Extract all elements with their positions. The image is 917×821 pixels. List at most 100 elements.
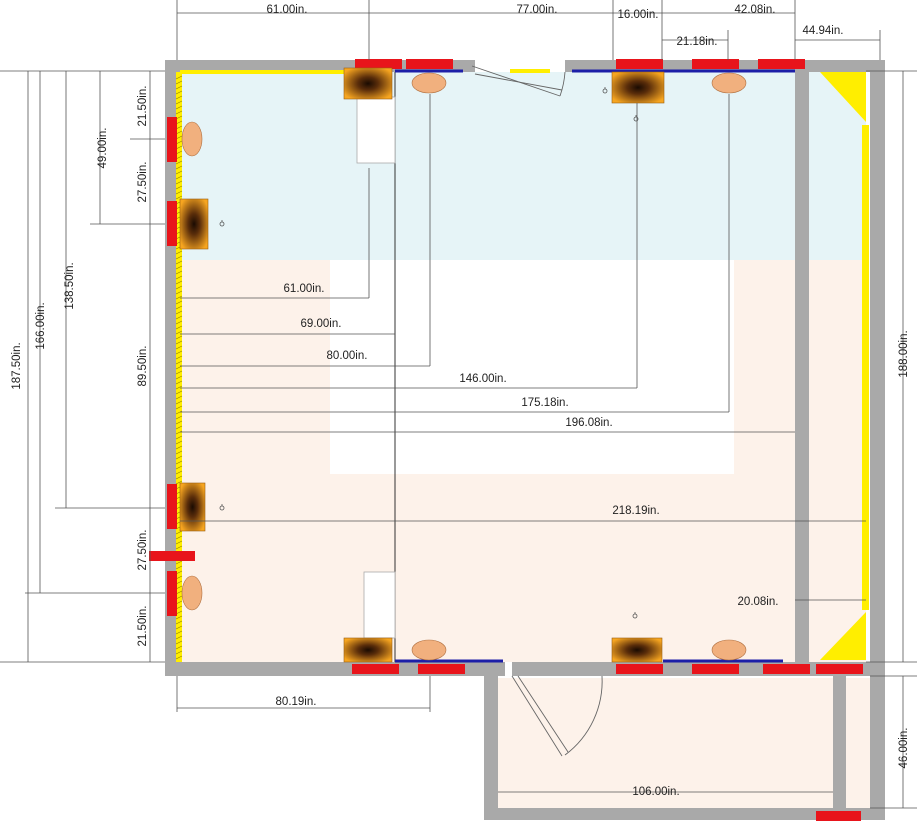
hatch-mark	[175, 365, 183, 370]
hatch-mark	[175, 470, 183, 475]
hatch-mark	[175, 330, 183, 335]
hatch-mark	[175, 615, 183, 620]
dim-bottom-80: 80.19in.	[276, 696, 317, 708]
hatch-mark	[175, 185, 183, 190]
fixture-left-2	[179, 482, 206, 532]
ovals	[181, 72, 747, 661]
oval-left-2	[181, 575, 203, 611]
hatch-mark	[175, 175, 183, 180]
floor-zone-closet	[846, 678, 870, 808]
hatch-mark	[175, 280, 183, 285]
hatch-mark	[175, 410, 183, 415]
fixture-bottom-2	[611, 637, 663, 663]
hatch-mark	[175, 535, 183, 540]
dim-right-46: 46.00in.	[898, 728, 910, 769]
hatch-mark	[175, 355, 183, 360]
dim-int-61: 61.00in.	[284, 283, 325, 295]
hatch-mark	[175, 480, 183, 485]
hatch-mark	[175, 340, 183, 345]
hatch-mark	[175, 425, 183, 430]
dim-int-80: 80.00in.	[327, 350, 368, 362]
hatch-mark	[175, 530, 183, 535]
hatch-mark	[175, 195, 183, 200]
hatch-mark	[175, 95, 183, 100]
hatch-mark	[175, 390, 183, 395]
dim-int-20: 20.08in.	[738, 596, 779, 608]
hatch-mark	[175, 400, 183, 405]
dim-left-21b: 21.50in.	[137, 606, 149, 647]
hatch-mark	[175, 435, 183, 440]
hatch-mark	[175, 645, 183, 650]
dim-top-61: 61.00in.	[267, 4, 308, 16]
fixture-left-1	[179, 198, 209, 250]
hatch-mark	[175, 255, 183, 260]
door-top[interactable]	[471, 65, 566, 97]
hatch-mark	[175, 445, 183, 450]
dim-top-42: 42.08in.	[735, 4, 776, 16]
hatch-mark	[175, 270, 183, 275]
hatch-mark	[175, 335, 183, 340]
hatch-mark	[175, 250, 183, 255]
blue-lines	[395, 69, 795, 663]
dim-top-21: 21.18in.	[677, 36, 718, 48]
hatch-mark	[175, 630, 183, 635]
hatch-mark	[175, 320, 183, 325]
hatch-mark	[175, 430, 183, 435]
yellow-corner-top	[820, 72, 866, 122]
hatch-mark	[175, 565, 183, 570]
hatch-mark	[175, 180, 183, 185]
pin-markers	[219, 87, 639, 619]
red-blocks	[149, 59, 863, 821]
hatch-mark	[175, 85, 183, 90]
dim-int-146: 146.00in.	[459, 373, 506, 385]
dim-left-89: 89.50in.	[137, 346, 149, 387]
hatch-mark	[175, 650, 183, 655]
dim-left-166: 166.00in.	[35, 302, 47, 349]
yellow-corner-bottom	[820, 612, 866, 660]
yellow-strip-top	[180, 70, 346, 74]
dim-top-16: 16.00in.	[618, 9, 659, 21]
dim-left-27b: 27.50in.	[137, 530, 149, 571]
hatch-mark	[175, 545, 183, 550]
hatch-mark	[175, 265, 183, 270]
hatch-mark	[175, 325, 183, 330]
dim-left-49: 49.00in.	[97, 128, 109, 169]
hatch-mark	[175, 380, 183, 385]
yellow-strip-left	[176, 72, 182, 662]
dim-left-27a: 27.50in.	[137, 162, 149, 203]
hatch-mark	[175, 285, 183, 290]
hatch-mark	[175, 260, 183, 265]
dim-left-138: 138.50in.	[64, 262, 76, 309]
hatch-mark	[175, 475, 183, 480]
oval-bottom-2	[711, 639, 747, 661]
counter-top	[356, 96, 396, 164]
hatch-mark	[175, 640, 183, 645]
hatch-mark	[175, 350, 183, 355]
hatch-mark	[175, 635, 183, 640]
oval-bottom-1	[411, 639, 447, 661]
dim-int-175: 175.18in.	[521, 397, 568, 409]
hatch-mark	[175, 620, 183, 625]
fixture-top-2	[611, 71, 665, 104]
hatch-mark	[175, 165, 183, 170]
hatch-mark	[175, 360, 183, 365]
counter-bottom	[363, 571, 396, 639]
hatch-mark	[175, 450, 183, 455]
hatch-mark	[175, 405, 183, 410]
hatch-mark	[175, 465, 183, 470]
hatch-mark	[175, 80, 183, 85]
hatch-mark	[175, 655, 183, 660]
hatch-mark	[175, 290, 183, 295]
dim-int-69: 69.00in.	[301, 318, 342, 330]
door-bottom[interactable]	[511, 675, 603, 757]
hatch-mark	[175, 310, 183, 315]
hatch-mark	[175, 295, 183, 300]
hatch-mark	[175, 90, 183, 95]
dim-int-196: 196.08in.	[565, 417, 612, 429]
oval-top-2	[711, 72, 747, 94]
hatch-mark	[175, 370, 183, 375]
floor-zone-lower-left	[180, 260, 330, 662]
dim-left-21a: 21.50in.	[137, 86, 149, 127]
